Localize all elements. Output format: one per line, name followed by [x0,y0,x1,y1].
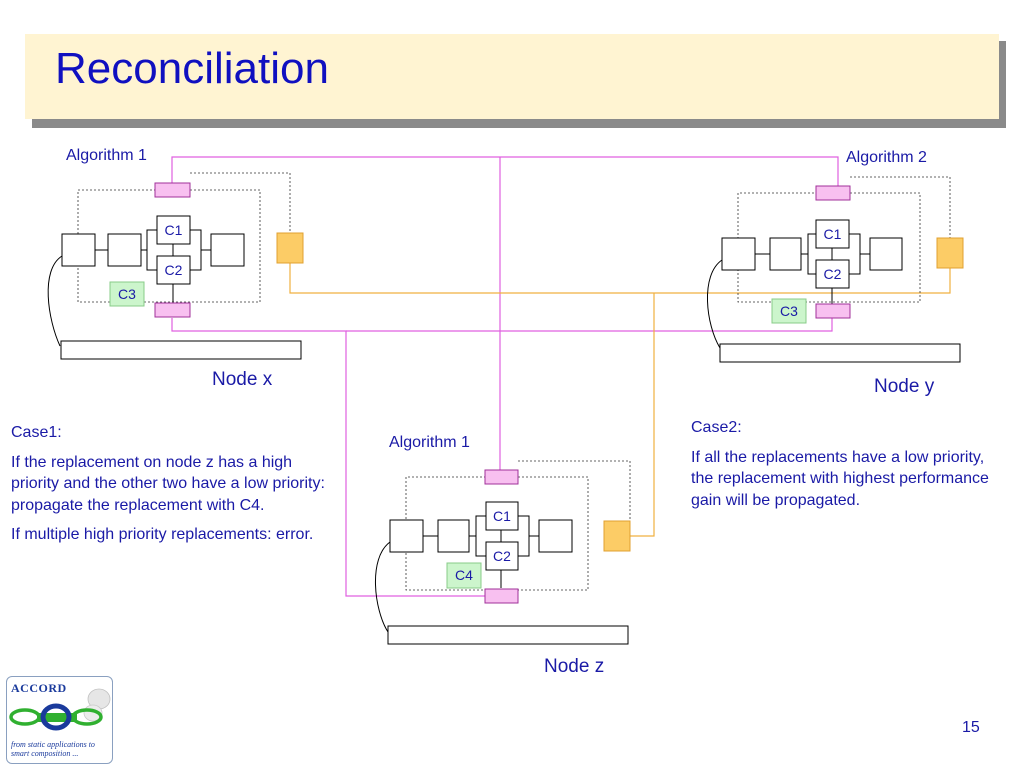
node-z-link-line [518,515,530,557]
node-z-pink-connector-top [484,469,519,485]
node-x-link-line [146,229,157,271]
orange-link-z [630,293,655,537]
node-z-algorithm-label: Algorithm 1 [389,434,470,451]
node-z-c1-box [485,501,519,531]
node-z-diagram [374,460,631,645]
node-z-c4-box [446,562,482,589]
node-x-host-bar [60,340,302,360]
node-z-component-box [437,519,470,553]
case1-paragraph: If the replacement on node z has a high … [11,453,325,514]
node-y-c2-box [815,259,850,289]
node-x-diagram [47,172,304,360]
node-z-component-box [389,519,424,553]
node-y-link-line [807,233,816,275]
logo-name: ACCORD [11,681,67,695]
case2-text-block: Case2: If all the replacements have a lo… [691,417,1001,519]
node-y-link-curve [706,259,723,349]
node-y-link-line [849,233,861,275]
node-x-dotted-frame [77,189,261,303]
node-x-orange-connector [276,232,304,264]
node-z-link-line [475,515,486,557]
node-y-c1-label: C1 [823,226,842,242]
node-z-dotted-loop [518,460,631,521]
node-y-orange-connector [936,237,964,269]
orange-link-xy [289,263,951,294]
node-x-pink-connector-bottom [154,302,191,318]
orange-links [289,263,951,537]
node-x-c1-box [156,215,191,245]
case1-paragraph: If multiple high priority replacements: … [11,526,314,544]
node-y-dotted-frame [737,192,921,303]
node-y-c3-label: C3 [780,303,798,319]
node-z-orange-connector [603,520,631,552]
node-z-pink-connector-bottom [484,588,519,604]
node-x-link-curve [47,255,63,347]
node-z-link-curve [374,541,391,633]
node-y-dotted-loop [850,176,951,238]
node-x-pink-connector-top [154,182,191,198]
node-z-c2-label: C2 [493,548,511,564]
accord-logo-graphic [9,688,111,731]
node-x-c2-label: C2 [164,262,183,278]
node-y-algorithm-label: Algorithm 2 [846,149,927,166]
node-z-c1-label: C1 [493,508,511,524]
node-z-host-bar [387,625,629,645]
node-y-c3-box [771,298,807,324]
node-x-dotted-loop [190,172,291,233]
pink-link-x-top [171,156,839,186]
case2-heading: Case2: [691,419,742,436]
node-y-c2-label: C2 [823,266,842,282]
node-y-pink-connector-bottom [815,303,851,319]
node-z-component-box [538,519,573,553]
pink-links [171,156,839,597]
node-y-pink-connector-top [815,185,851,201]
node-x-c2-box [156,255,191,285]
logo-tagline: from static applications to smart compos… [11,740,95,759]
case1-text-block: Case1: If the replacement on node z has … [11,422,331,554]
node-y-component-box [769,237,802,271]
node-z-c4-label: C4 [455,567,473,583]
case1-heading: Case1: [11,424,62,441]
node-y-diagram [706,176,964,363]
node-y-host-bar [719,343,961,363]
node-z-c2-box [485,541,519,571]
page-number: 15 [962,719,980,736]
node-x-algorithm-label: Algorithm 1 [66,147,147,164]
node-x-c3-label: C3 [118,286,136,302]
accord-logo: ACCORD from static applications to smart… [6,676,113,764]
node-x-component-box [61,233,96,267]
slide-title: Reconciliation [55,44,329,93]
node-x-c3-box [109,281,145,307]
node-x-component-box [210,233,245,267]
case2-paragraph: If all the replacements have a low prior… [691,448,989,509]
node-x-label: Node x [212,369,273,390]
node-z-label: Node z [544,656,605,677]
pink-link-y-bottom [346,318,833,332]
node-y-component-box [869,237,903,271]
node-x-link-line [190,229,202,271]
node-x-component-box [107,233,142,267]
title-box [25,34,999,119]
node-x-c1-label: C1 [164,222,183,238]
node-y-c1-box [815,219,850,249]
node-y-label: Node y [874,376,935,397]
node-y-component-box [721,237,756,271]
